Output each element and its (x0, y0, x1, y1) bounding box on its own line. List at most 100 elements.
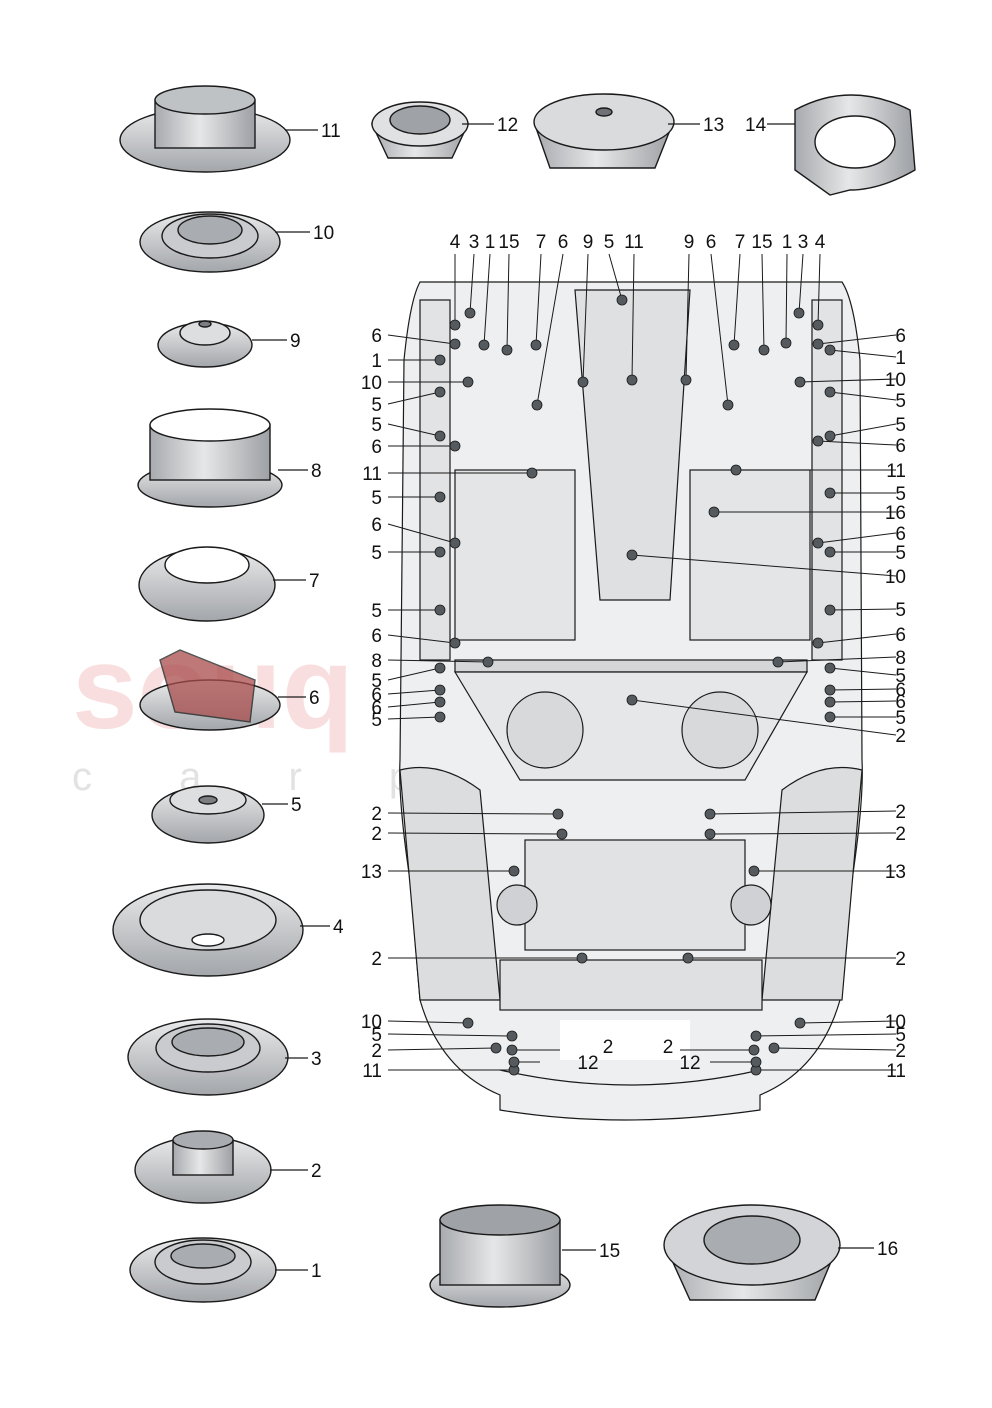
part-label-3: 3 (311, 1049, 322, 1070)
grommet-position-dot (552, 808, 564, 820)
callout-number: 5 (371, 671, 382, 692)
part-11-illustration (119, 85, 291, 173)
callout-leader (799, 378, 897, 383)
part-5-illustration (151, 785, 265, 844)
grommet-position-dot (812, 319, 824, 331)
part-label-13: 13 (703, 115, 724, 136)
callout-leader (387, 667, 441, 681)
callout-leader (387, 1047, 497, 1051)
callout-number: 5 (371, 1025, 382, 1046)
callout-leader (829, 423, 897, 437)
part-14-illustration (794, 94, 916, 196)
grommet-position-dot (682, 952, 694, 964)
grommet-position-dot (449, 338, 461, 350)
grommet-position-dot (780, 337, 792, 349)
callout-number: 10 (885, 567, 906, 588)
callout-number: 15 (751, 232, 772, 253)
callout-leader (506, 253, 510, 351)
callout-number: 5 (371, 488, 382, 509)
callout-number: 2 (895, 1041, 906, 1062)
callout-number: 5 (895, 484, 906, 505)
callout-leader (483, 253, 491, 346)
callout-leader (387, 391, 441, 405)
callout-number: 16 (885, 503, 906, 524)
watermark-sub: c a r p (72, 755, 449, 799)
part-12-illustration (370, 101, 470, 159)
callout-leader (631, 699, 897, 736)
grommet-position-dot (434, 711, 446, 723)
callout-number: 7 (536, 232, 547, 253)
grommet-position-dot (772, 656, 784, 668)
callout-leader (785, 253, 788, 344)
callout-leader (387, 689, 441, 695)
grommet-position-dot (748, 865, 760, 877)
callout-number: 10 (885, 370, 906, 391)
callout-leader (608, 253, 623, 301)
grommet-position-dot (824, 711, 836, 723)
callout-leader (387, 634, 456, 644)
grommet-position-dot (824, 604, 836, 616)
callout-number: 5 (371, 601, 382, 622)
callout-leader (829, 391, 897, 401)
grommet-position-dot (728, 339, 740, 351)
part-label-2: 2 (311, 1161, 322, 1182)
part-10-illustration (139, 211, 281, 273)
callout-number: 11 (624, 232, 644, 253)
part-label-11: 11 (321, 121, 341, 142)
part-label-8: 8 (311, 461, 322, 482)
grommet-position-dot (824, 430, 836, 442)
grommet-position-dot (526, 467, 538, 479)
callout-leader (631, 554, 897, 577)
callout-number: 2 (895, 824, 906, 845)
grommet-position-dot (616, 294, 628, 306)
grommet-position-dot (434, 696, 446, 708)
callout-leader (829, 688, 897, 691)
grommet-position-dot (577, 376, 589, 388)
grommet-position-dot (812, 637, 824, 649)
callout-leader (387, 659, 489, 663)
callout-number: 5 (371, 543, 382, 564)
grommet-position-dot (824, 546, 836, 558)
callout-leader (387, 1020, 469, 1024)
callout-number: 1 (782, 232, 793, 253)
callout-leader (387, 701, 441, 708)
grommet-position-dot (626, 694, 638, 706)
callout-number: 2 (371, 1041, 382, 1062)
callout-number: 3 (469, 232, 480, 253)
callout-number: 4 (815, 232, 826, 253)
callout-number: 5 (371, 710, 382, 731)
callout-number: 5 (604, 232, 615, 253)
callout-number: 9 (583, 232, 594, 253)
grommet-position-dot (556, 828, 568, 840)
grommet-position-dot (434, 491, 446, 503)
callout-number: 5 (371, 415, 382, 436)
callout-number: 13 (361, 862, 382, 883)
callout-number: 11 (362, 464, 382, 485)
grommet-position-dot (434, 662, 446, 674)
grommet-position-dot (462, 1017, 474, 1029)
callout-number: 5 (895, 543, 906, 564)
callout-number: 6 (371, 698, 382, 719)
grommet-position-dot (449, 537, 461, 549)
grommet-position-dot (812, 537, 824, 549)
callout-leader (387, 716, 441, 720)
part-16-illustration (663, 1204, 841, 1301)
callout-number: 2 (663, 1037, 674, 1058)
callout-number: 2 (895, 802, 906, 823)
grommet-position-dot (434, 604, 446, 616)
callout-number: 6 (895, 625, 906, 646)
grommet-position-dot (449, 440, 461, 452)
callout-number: 6 (895, 524, 906, 545)
grommet-position-dot (794, 1017, 806, 1029)
callout-leader (582, 253, 589, 383)
callout-leader (799, 1020, 897, 1024)
grommet-position-dot (794, 376, 806, 388)
callout-number: 5 (895, 666, 906, 687)
grommet-position-dot (722, 399, 734, 411)
part-labels: 11 12 13 14 10 9 8 7 6 5 4 3 2 1 15 16 (290, 115, 898, 1282)
grommet-position-dot (576, 952, 588, 964)
grommet-position-dot (824, 344, 836, 356)
callout-leader (387, 1033, 513, 1037)
grommet-position-dot (508, 865, 520, 877)
